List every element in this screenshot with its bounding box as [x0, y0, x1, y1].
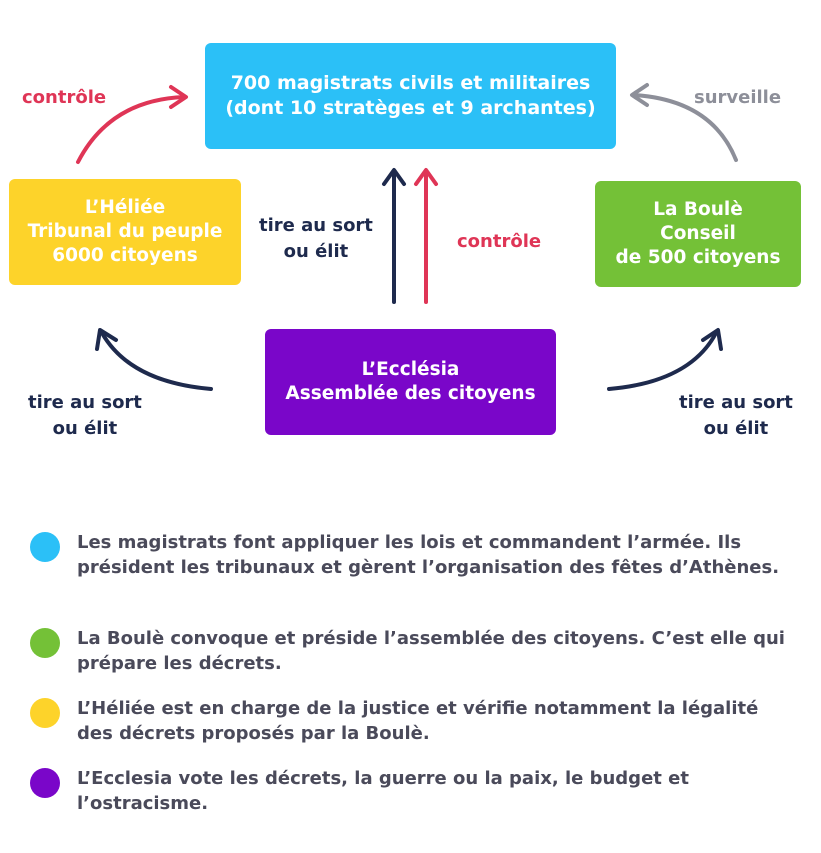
heliee-line-2: Tribunal du peuple: [27, 220, 223, 242]
boule-line-1: La Boulè: [653, 198, 743, 220]
legend-text-magistrats: Les magistrats font appliquer les lois e…: [77, 532, 780, 579]
label-controle-center: contrôle: [457, 231, 542, 252]
label-tire-right: tire au sort ou élit: [679, 390, 793, 442]
label-tire-right-line-1: tire au sort: [679, 392, 793, 413]
boule-line-3: de 500 citoyens: [615, 247, 781, 269]
magistrats-box: 700 magistrats civils et militaires (don…: [205, 43, 616, 149]
boule-line-2: Conseil: [660, 222, 736, 244]
ecclesia-box: L’Ecclésia Assemblée des citoyens: [265, 329, 556, 435]
legend-text-ecclesia: L’Ecclesia vote les décrets, la guerre o…: [77, 768, 689, 815]
legend-item-ecclesia: L’Ecclesia vote les décrets, la guerre o…: [30, 766, 800, 816]
arrow-boule-to-magistrats: [630, 83, 738, 162]
heliee-line-3: 6000 citoyens: [52, 245, 198, 267]
label-tire-center: tire au sort ou élit: [259, 213, 373, 265]
label-tire-center-line-1: tire au sort: [259, 215, 373, 236]
arrow-ecclesia-to-heliee: [95, 328, 213, 391]
boule-box: La Boulè Conseil de 500 citoyens: [595, 181, 801, 287]
label-controle-left: contrôle: [22, 87, 107, 108]
legend-text-heliee: L’Héliée est en charge de la justice et …: [77, 698, 759, 745]
label-tire-left: tire au sort ou élit: [28, 390, 142, 442]
heliee-box: L’Héliée Tribunal du peuple 6000 citoyen…: [9, 179, 241, 285]
label-tire-left-line-1: tire au sort: [28, 392, 142, 413]
legend-dot-magistrats: [30, 532, 60, 562]
arrow-ecclesia-to-magistrats: [382, 168, 406, 304]
arrow-heliee-to-magistrats: [76, 85, 188, 164]
legend-item-heliee: L’Héliée est en charge de la justice et …: [30, 696, 800, 746]
heliee-line-1: L’Héliée: [84, 196, 166, 218]
legend-text-boule: La Boulè convoque et préside l’assemblée…: [77, 628, 785, 675]
legend-dot-boule: [30, 628, 60, 658]
legend-item-magistrats: Les magistrats font appliquer les lois e…: [30, 530, 800, 580]
legend-item-boule: La Boulè convoque et préside l’assemblée…: [30, 626, 800, 676]
label-surveille: surveille: [694, 87, 782, 108]
label-tire-center-line-2: ou élit: [283, 241, 349, 263]
ecclesia-line-2: Assemblée des citoyens: [285, 383, 536, 404]
arrow-ecclesia-controle-magistrats: [414, 168, 438, 304]
magistrats-line-2: (dont 10 stratèges et 9 archantes): [225, 97, 596, 119]
arrow-ecclesia-to-boule: [607, 328, 723, 391]
label-tire-right-line-2: ou élit: [703, 418, 769, 440]
magistrats-line-1: 700 magistrats civils et militaires: [230, 72, 591, 95]
legend-dot-heliee: [30, 698, 60, 728]
label-tire-left-line-2: ou élit: [52, 418, 118, 440]
legend-dot-ecclesia: [30, 768, 60, 798]
arrows-layer: [76, 83, 738, 391]
ecclesia-line-1: L’Ecclésia: [361, 358, 460, 380]
